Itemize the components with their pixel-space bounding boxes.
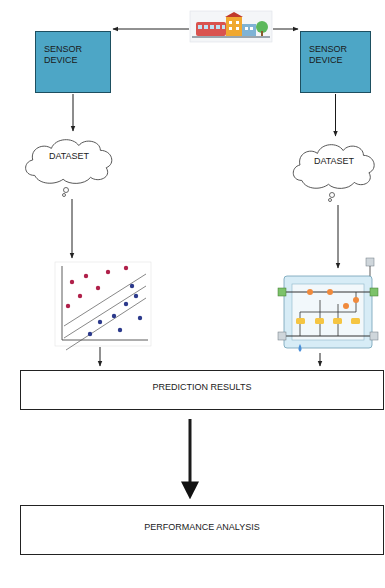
arrow-line bbox=[273, 29, 298, 30]
svm-plot bbox=[55, 262, 151, 350]
sensor-device-box: SENSOR DEVICE bbox=[300, 31, 371, 93]
arrow-line bbox=[113, 29, 189, 30]
arrow-line bbox=[320, 353, 321, 366]
arrow-line bbox=[100, 347, 101, 366]
cloud-bubble bbox=[330, 193, 335, 198]
process-box: PERFORMANCE ANALYSIS bbox=[20, 505, 384, 555]
connector-arrow bbox=[73, 94, 74, 131]
node-label: SENSOR DEVICE bbox=[309, 44, 362, 66]
connector-arrow bbox=[335, 94, 336, 136]
arrow-line bbox=[338, 205, 339, 268]
cloud-bubble bbox=[63, 194, 66, 197]
process-box: PREDICTION RESULTS bbox=[20, 370, 384, 410]
arrow-line bbox=[72, 199, 73, 258]
lstm-cell bbox=[278, 258, 378, 352]
node-label: DATASET bbox=[314, 156, 354, 167]
node-label: SENSOR DEVICE bbox=[44, 44, 102, 66]
node-label: DATASET bbox=[49, 151, 89, 162]
connector-arrow bbox=[189, 419, 192, 485]
cloud-bubble bbox=[64, 188, 69, 193]
node-label: PREDICTION RESULTS bbox=[153, 382, 252, 393]
sensor-device-box: SENSOR DEVICE bbox=[35, 31, 111, 93]
dataset-cloud: DATASET bbox=[20, 133, 118, 187]
building-illustration bbox=[190, 11, 272, 42]
cloud-bubble bbox=[329, 199, 332, 202]
node-label: PERFORMANCE ANALYSIS bbox=[144, 522, 259, 533]
dataset-cloud: DATASET bbox=[288, 138, 380, 192]
